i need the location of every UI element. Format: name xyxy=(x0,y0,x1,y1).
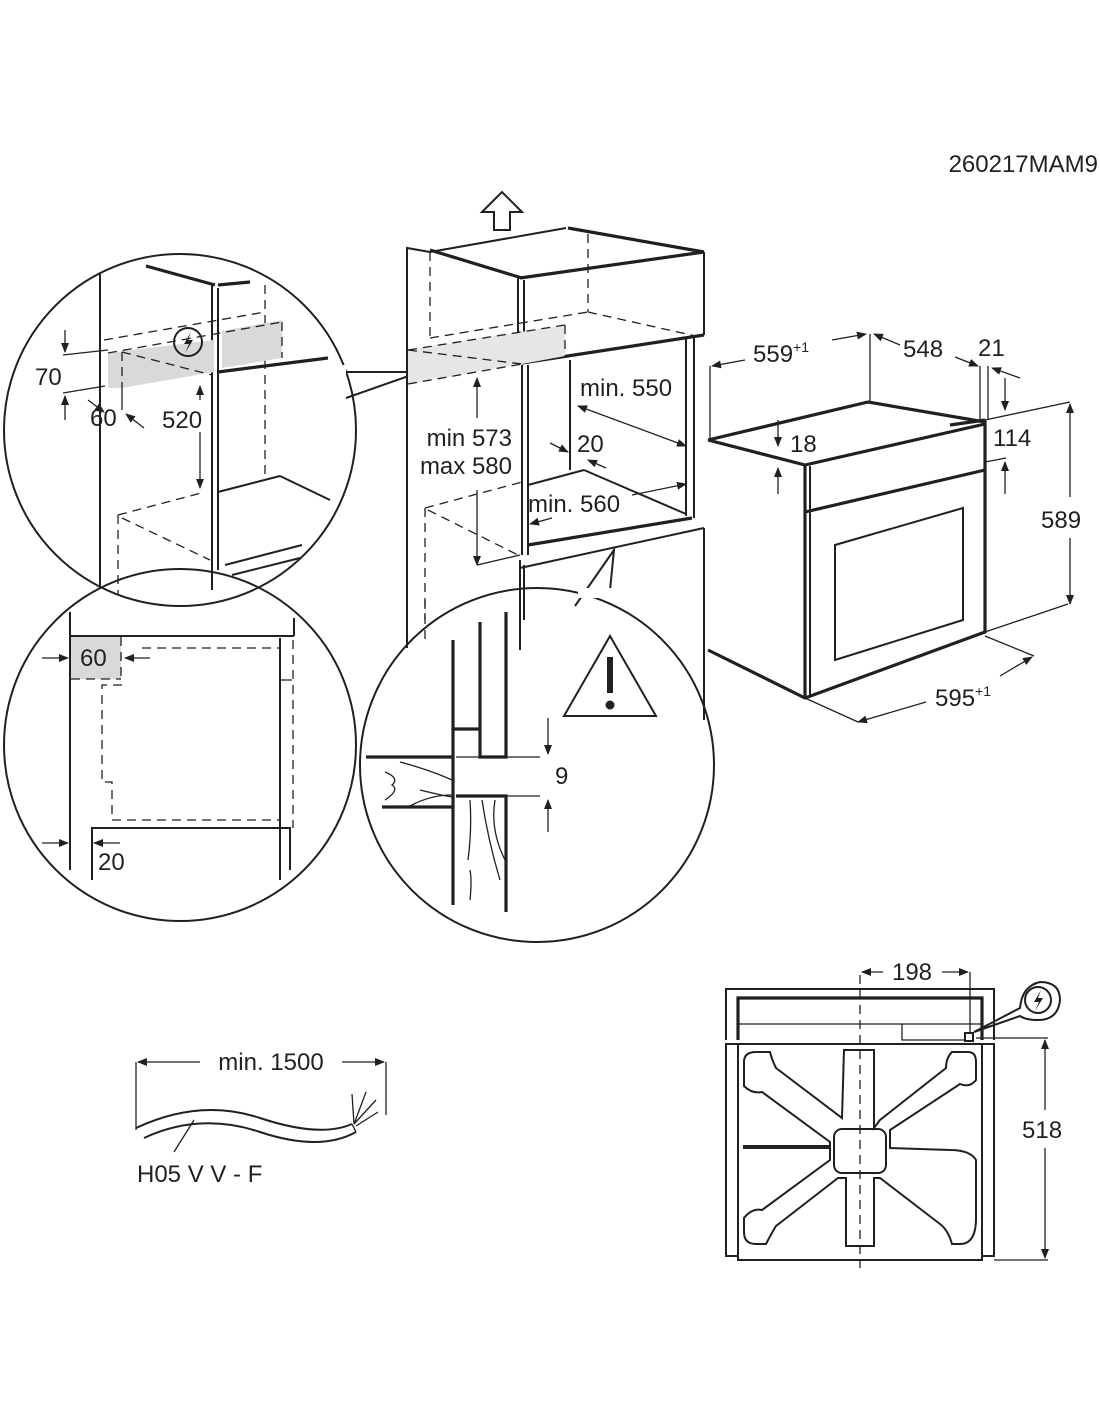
cable-type: H05 V V - F xyxy=(137,1161,262,1188)
dim-20-bottom: 20 xyxy=(98,849,125,876)
dim-9: 9 xyxy=(555,763,568,790)
dim-548: 548 xyxy=(903,336,943,363)
drawing-code: 260217MAM9 xyxy=(949,151,1098,178)
cable-length: min. 1500 xyxy=(218,1049,323,1076)
dim-589: 589 xyxy=(1041,507,1081,534)
dim-559: 559+1 xyxy=(753,339,809,368)
dim-min-560: min. 560 xyxy=(528,491,620,518)
dim-60-side: 60 xyxy=(80,645,107,672)
dim-18: 18 xyxy=(790,431,817,458)
dim-min-573: min 573 xyxy=(427,425,512,452)
oven-dimensions: 559+1 548 21 114 18 589 595+1 xyxy=(707,331,1081,724)
dim-520: 520 xyxy=(162,407,202,434)
warning-triangle-icon xyxy=(562,633,658,717)
dim-20-rear: 20 xyxy=(577,431,604,458)
dim-595: 595+1 xyxy=(935,683,991,712)
detail-side-clearance: 60 20 xyxy=(3,568,357,922)
dim-min-550: min. 550 xyxy=(580,375,672,402)
cabinet-niche: min 573 max 580 min. 550 20 min. 560 xyxy=(406,190,705,720)
dim-60: 60 xyxy=(90,405,117,432)
electrical-bolt-icon xyxy=(173,327,203,357)
dim-70: 70 xyxy=(35,364,62,391)
dim-198: 198 xyxy=(892,959,932,986)
dim-518: 518 xyxy=(1022,1117,1062,1144)
dim-max-580: max 580 xyxy=(420,453,512,480)
detail-shelf-gap: 9 xyxy=(359,546,715,943)
power-cable: min. 1500 H05 V V - F xyxy=(135,1049,387,1188)
detail-electrical-zone: 70 60 520 xyxy=(3,253,421,607)
dim-114: 114 xyxy=(993,425,1031,452)
oven-rear-view: 198 518 xyxy=(725,959,1062,1268)
up-arrow-icon xyxy=(479,190,525,231)
electrical-bolt-icon xyxy=(973,980,1062,1033)
dim-21: 21 xyxy=(978,335,1005,362)
